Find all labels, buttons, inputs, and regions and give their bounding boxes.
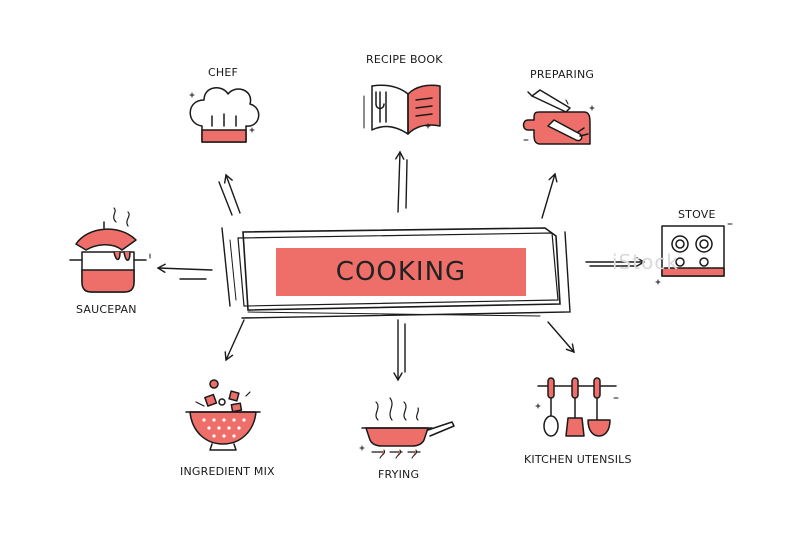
center-frame [221,227,571,319]
kitchen-utensils-icon [535,377,619,437]
label-ingredient-mix: INGREDIENT MIX [180,465,275,478]
arrow-to-recipe-book [395,150,405,213]
arrow-to-preparing [541,172,558,219]
cutting-board-knife-icon [522,89,595,145]
center-title: COOKING [335,257,467,287]
label-preparing: PREPARING [530,68,595,81]
colander-icon [185,379,261,451]
label-frying: FRYING [378,468,420,481]
watermark: iStock [612,250,679,274]
frying-pan-icon [359,397,455,459]
label-recipe-book: RECIPE BOOK [366,53,443,66]
label-saucepan: SAUCEPAN [76,303,137,316]
label-stove: STOVE [678,208,716,221]
center-highlight [276,248,526,296]
chef-hat-icon [189,87,260,143]
arrow-to-ingredient-mix [224,319,245,362]
label-chef: CHEF [208,66,239,79]
arrow-to-chef [223,173,241,214]
label-kitchen-utensils: KITCHEN UTENSILS [524,453,632,466]
stove-icon [655,223,733,285]
arrow-to-kitchen-utensils [547,321,575,354]
arrows [156,150,646,382]
arrow-to-saucepan [156,263,213,273]
saucepan-icon [69,207,151,293]
recipe-book-icon [363,84,441,135]
